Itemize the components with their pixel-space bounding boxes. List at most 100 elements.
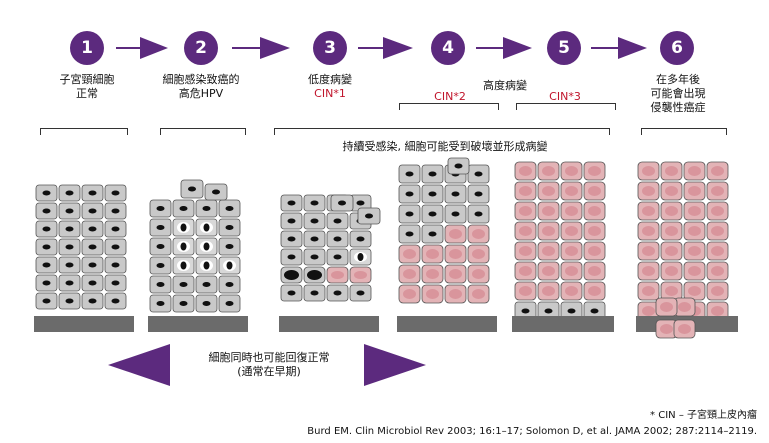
nucleus	[405, 171, 414, 177]
nucleus	[333, 254, 342, 260]
nucleus	[333, 290, 342, 296]
nucleus	[111, 262, 120, 268]
tissue-illustrations	[34, 157, 738, 339]
nucleus	[42, 208, 51, 214]
abnormal-nucleus	[678, 302, 691, 312]
nucleus	[156, 244, 165, 249]
abnormal-nucleus	[542, 186, 555, 196]
abnormal-nucleus	[642, 306, 655, 316]
nucleus	[287, 236, 296, 242]
nucleus	[179, 301, 188, 306]
regress-label: 細胞同時也可能回復正常(通常在早期)	[208, 351, 330, 378]
nucleus	[544, 308, 553, 314]
nucleus	[454, 163, 463, 169]
nucleus	[474, 191, 483, 197]
step-2-label: 細胞感染致癌的高危HPV	[162, 73, 240, 100]
step-6-circle: 6	[660, 31, 694, 65]
nucleus	[156, 263, 165, 268]
abnormal-nucleus	[519, 286, 532, 296]
nucleus	[65, 208, 74, 214]
nucleus	[428, 171, 437, 177]
nucleus	[42, 190, 51, 196]
nucleus	[287, 290, 296, 296]
nucleus	[225, 225, 234, 230]
abnormal-nucleus	[565, 186, 578, 196]
nucleus	[474, 211, 483, 217]
nucleus	[405, 191, 414, 197]
nucleus	[88, 226, 97, 232]
nucleus	[405, 231, 414, 237]
nucleus	[310, 218, 319, 224]
references: Burd EM. Clin Microbiol Rev 2003; 16:1–1…	[307, 426, 757, 437]
nucleus	[451, 211, 460, 217]
nucleus	[65, 280, 74, 286]
nucleus	[590, 308, 599, 314]
abnormal-nucleus	[449, 229, 462, 239]
nucleus	[333, 218, 342, 224]
nucleus	[88, 244, 97, 250]
nucleus	[310, 236, 319, 242]
nucleus	[180, 223, 187, 232]
abnormal-nucleus	[542, 206, 555, 216]
nucleus	[156, 225, 165, 230]
abnormal-nucleus	[472, 269, 485, 279]
abnormal-nucleus	[642, 266, 655, 276]
nucleus	[42, 298, 51, 304]
regress-right-arrow	[364, 344, 426, 386]
abnormal-nucleus	[472, 229, 485, 239]
nucleus	[203, 223, 210, 232]
nucleus	[88, 208, 97, 214]
abnormal-nucleus	[711, 206, 724, 216]
step-arrows	[116, 37, 647, 59]
nucleus	[356, 236, 365, 242]
basement-membrane	[34, 316, 134, 332]
abnormal-nucleus	[542, 166, 555, 176]
basement-membrane	[279, 316, 379, 332]
nucleus	[88, 190, 97, 196]
nucleus	[111, 226, 120, 232]
abnormal-nucleus	[588, 226, 601, 236]
nucleus	[202, 206, 211, 211]
nucleus	[287, 200, 296, 206]
abnormal-nucleus	[665, 246, 678, 256]
nucleus	[65, 298, 74, 304]
abnormal-nucleus	[642, 286, 655, 296]
abnormal-nucleus	[519, 226, 532, 236]
abnormal-nucleus	[588, 166, 601, 176]
abnormal-nucleus	[472, 249, 485, 259]
regress-left-arrow	[108, 344, 170, 386]
nucleus	[428, 211, 437, 217]
step-1-label: 子宮頸細胞正常	[59, 73, 115, 100]
step-6-label: 在多年後可能會出現侵襲性癌症	[650, 73, 706, 114]
abnormal-nucleus	[711, 266, 724, 276]
nucleus	[310, 290, 319, 296]
nucleus	[202, 282, 211, 287]
abnormal-nucleus	[354, 271, 367, 279]
abnormal-nucleus	[588, 286, 601, 296]
nucleus	[179, 206, 188, 211]
nucleus	[284, 270, 299, 280]
nucleus	[202, 301, 211, 306]
abnormal-nucleus	[711, 186, 724, 196]
nucleus	[356, 290, 365, 296]
step-1-circle: 1	[70, 31, 104, 65]
nucleus	[333, 236, 342, 242]
nucleus	[42, 262, 51, 268]
basement-membrane	[397, 316, 497, 332]
basement-membrane	[148, 316, 248, 332]
abnormal-nucleus	[711, 166, 724, 176]
nucleus	[521, 308, 530, 314]
persist-label: 持續受感染, 細胞可能受到破壞並形成病變	[342, 140, 548, 153]
nucleus	[111, 190, 120, 196]
abnormal-nucleus	[565, 226, 578, 236]
abnormal-nucleus	[588, 206, 601, 216]
nucleus	[307, 270, 322, 280]
step-5-circle: 5	[547, 31, 581, 65]
abnormal-nucleus	[665, 166, 678, 176]
nucleus	[212, 189, 220, 195]
abnormal-nucleus	[642, 226, 655, 236]
abnormal-nucleus	[642, 206, 655, 216]
nucleus	[88, 298, 97, 304]
abnormal-nucleus	[665, 206, 678, 216]
